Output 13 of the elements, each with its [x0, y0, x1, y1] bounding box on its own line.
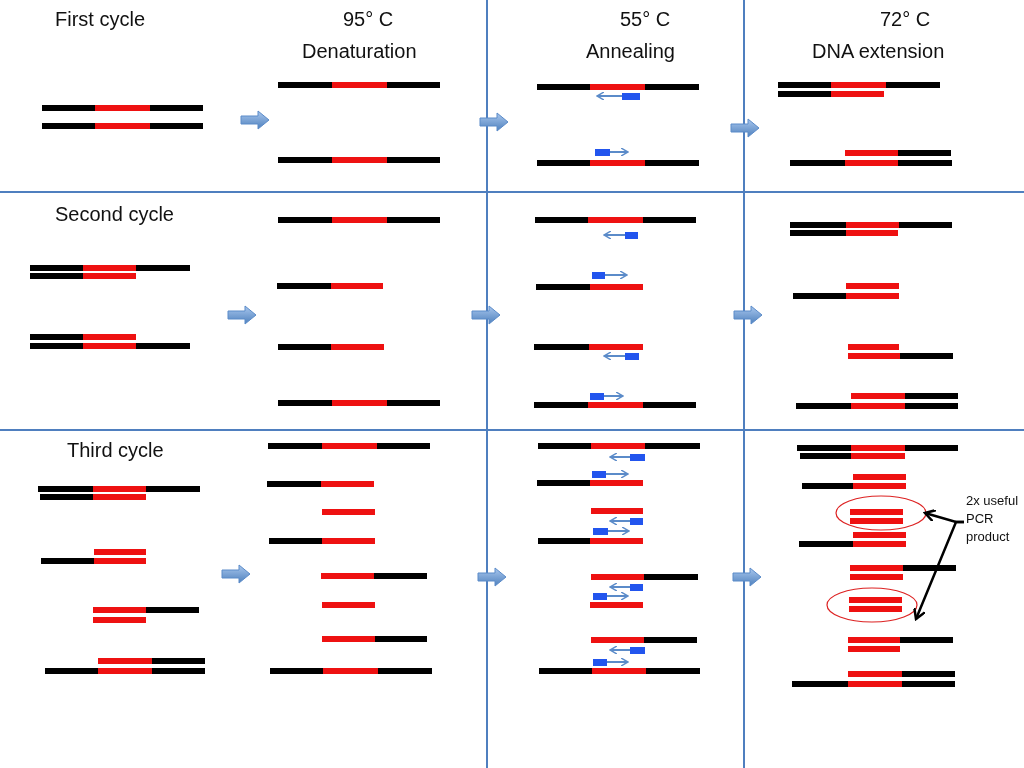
- step-heading: DNA extension: [812, 40, 945, 63]
- step-heading: Denaturation: [302, 40, 417, 63]
- temperature-label: 72° C: [880, 8, 931, 31]
- highlight-ellipse: [835, 495, 927, 531]
- temperature-label: 95° C: [343, 8, 394, 31]
- callout-text: 2x useful PCR product: [966, 492, 1024, 546]
- highlight-ellipse: [826, 587, 918, 623]
- cycle-heading: First cycle: [55, 8, 145, 31]
- leader-arrow: [913, 520, 964, 621]
- step-heading: Annealing: [586, 40, 675, 63]
- temperature-label: 55° C: [620, 8, 671, 31]
- cycle-heading: Third cycle: [67, 439, 164, 462]
- cycle-heading: Second cycle: [55, 203, 174, 226]
